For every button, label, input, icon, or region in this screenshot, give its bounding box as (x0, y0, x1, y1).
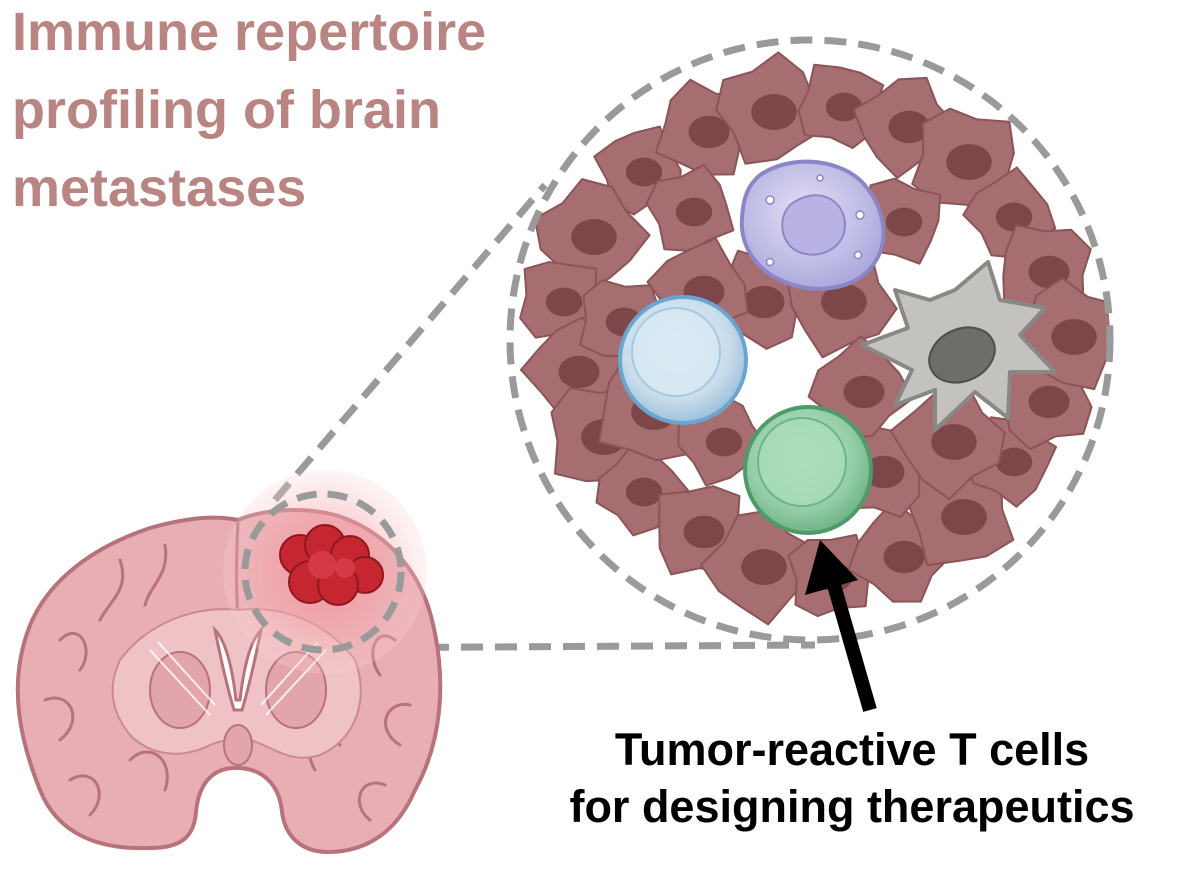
title-line-1: Immune repertoire (12, 2, 486, 62)
arrow-icon (805, 540, 877, 712)
tumor-cell-nucleus (545, 287, 583, 317)
tumor-cell-nucleus (946, 144, 992, 180)
tumor-cell-nucleus (741, 549, 787, 585)
tumor-cell-nucleus (931, 424, 977, 460)
tumor-cell-nucleus (683, 515, 725, 549)
tumor-cell-nucleus (888, 110, 930, 144)
tumor-cell-nucleus (705, 427, 743, 457)
tumor-cell-nucleus (941, 499, 987, 535)
figure-caption: Tumor-reactive T cells for designing the… (569, 724, 1134, 832)
figure-title: Immune repertoire profiling of brain met… (12, 2, 486, 218)
tumor-cell-nucleus (885, 207, 923, 237)
caption-line-1: Tumor-reactive T cells (615, 724, 1089, 775)
tumor-cell-nucleus (675, 197, 713, 227)
zoom-source-circle (241, 490, 405, 654)
t-cell-icon (743, 405, 873, 535)
b-cell-icon (618, 295, 748, 425)
title-line-3: metastases (12, 158, 306, 218)
dendritic-cell-icon (860, 260, 1057, 432)
tumor-cell-nucleus (863, 455, 905, 489)
caption-line-2: for designing therapeutics (569, 781, 1134, 832)
tumor-cell-nucleus (995, 202, 1033, 232)
tumor-mass-icon (279, 524, 384, 606)
tumor-cell-nucleus (843, 375, 885, 409)
tumor-cell-nucleus (821, 284, 867, 320)
title-line-2: profiling of brain (12, 80, 441, 140)
tumor-cell-nucleus (625, 157, 663, 187)
tumor-cell-nucleus (995, 447, 1033, 477)
tumor-cell-nucleus (883, 540, 925, 574)
tumor-cell-nucleus (558, 355, 600, 389)
zoom-detail-circle (506, 36, 1114, 644)
tumor-cell-nucleus (825, 92, 863, 122)
tumor-cell-nucleus (751, 94, 797, 130)
tumor-cell-nucleus (743, 285, 785, 319)
tumor-cell-nucleus (625, 477, 663, 507)
tumor-cell-nucleus (688, 115, 730, 149)
tumor-cell-nucleus (1051, 319, 1097, 355)
tumor-cell-nucleus (1028, 385, 1070, 419)
tumor-cell-nucleus (571, 219, 617, 255)
macrophage-icon (739, 159, 886, 291)
